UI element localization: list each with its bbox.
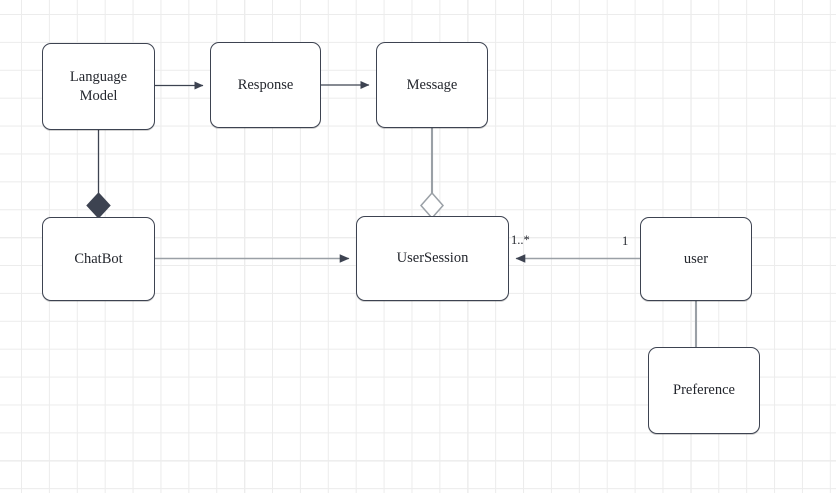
node-label: Response [237, 76, 294, 93]
node-message[interactable]: Message [376, 42, 488, 128]
node-label: Preference [673, 382, 735, 399]
node-response[interactable]: Response [210, 42, 321, 128]
node-label: Message [406, 76, 458, 93]
multiplicity-label-user: 1 [622, 234, 629, 248]
node-label: ChatBot [74, 250, 123, 267]
filled-diamond-marker [86, 192, 111, 219]
edge-message-to-usersession[interactable] [420, 128, 444, 220]
node-preference[interactable]: Preference [648, 347, 760, 434]
node-label: UserSession [396, 250, 469, 267]
node-user[interactable]: user [640, 217, 752, 301]
node-language-model[interactable]: Language Model [42, 43, 155, 130]
node-label: user [683, 250, 709, 267]
multiplicity-label-usersession: 1..* [511, 233, 530, 247]
node-chatbot[interactable]: ChatBot [42, 217, 155, 301]
node-label: Language Model [69, 68, 128, 104]
node-usersession[interactable]: UserSession [356, 216, 509, 301]
edge-language-model-to-chatbot[interactable] [86, 130, 111, 219]
hollow-diamond-marker [420, 191, 444, 220]
